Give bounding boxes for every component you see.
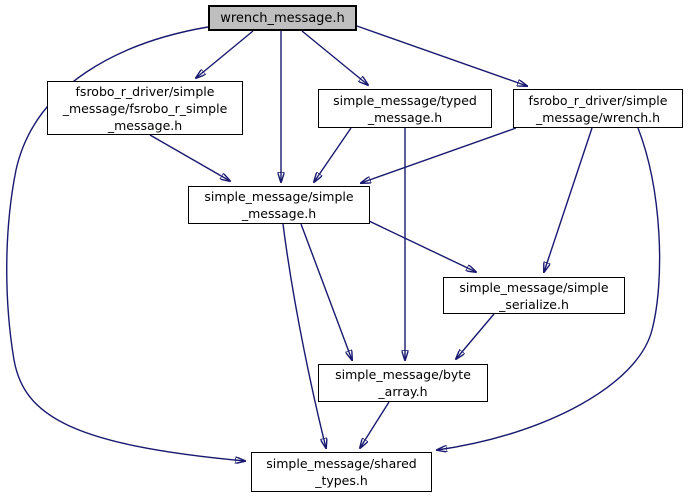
edge-simple-message-to-shared-types — [282, 223, 326, 448]
edge-typed-message-to-simple-message — [314, 127, 352, 182]
node-simple-message[interactable]: simple_message/simple _message.h — [188, 186, 370, 224]
edge-wrench-to-simple-message — [361, 127, 517, 183]
edge-wrench-to-shared-types — [437, 127, 661, 450]
edge-byte-array-to-shared-types — [360, 401, 390, 448]
edge-wrench-to-simple-serialize — [544, 127, 593, 272]
node-fsrobo-r-simple-message[interactable]: fsrobo_r_driver/simple _message/fsrobo_r… — [47, 81, 243, 135]
edge-wrench-message-to-typed-message — [301, 30, 368, 85]
node-wrench[interactable]: fsrobo_r_driver/simple _message/wrench.h — [513, 89, 683, 128]
edge-wrench-message-to-fsrobo-simple-msg — [196, 30, 254, 78]
node-shared-types[interactable]: simple_message/shared _types.h — [251, 452, 432, 492]
node-byte-array[interactable]: simple_message/byte _array.h — [318, 364, 488, 402]
node-typed-message[interactable]: simple_message/typed _message.h — [318, 89, 492, 128]
edge-simple-serialize-to-byte-array — [456, 313, 495, 359]
edge-wrench-message-to-shared-types — [6, 26, 245, 461]
node-simple-serialize[interactable]: simple_message/simple _serialize.h — [443, 277, 625, 314]
edge-fsrobo-simple-msg-to-simple-message — [149, 134, 230, 181]
edge-simple-message-to-simple-serialize — [368, 220, 476, 272]
edge-wrench-message-to-wrench — [356, 25, 527, 86]
node-wrench-message: wrench_message.h — [208, 5, 357, 31]
edge-simple-message-to-byte-array — [300, 223, 352, 360]
